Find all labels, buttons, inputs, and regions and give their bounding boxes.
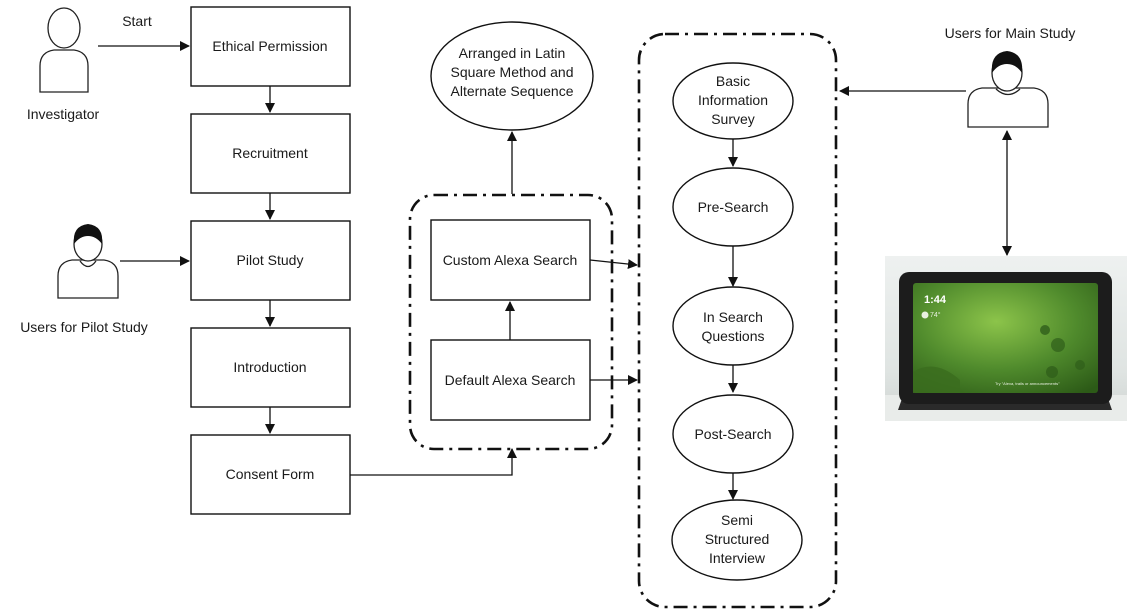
main-users-label: Users for Main Study [945,25,1076,41]
svg-text:Ethical Permission: Ethical Permission [212,38,327,54]
svg-text:Basic: Basic [716,73,750,89]
svg-text:Introduction: Introduction [233,359,306,375]
step-basic-information-survey: Basic Information Survey [672,62,794,140]
step-post-search: Post-Search [672,394,794,474]
svg-text:Questions: Questions [701,328,764,344]
svg-text:Interview: Interview [709,550,766,566]
step-semi-structured-interview: Semi Structured Interview [671,499,803,581]
pilot-users-label: Users for Pilot Study [20,319,148,335]
alexa-search-group [408,193,614,451]
step-recruitment: Recruitment [190,113,351,194]
pilot-user-icon [57,224,119,299]
svg-text:Pilot Study: Pilot Study [237,252,304,268]
svg-text:Pre-Search: Pre-Search [698,199,769,215]
svg-text:Survey: Survey [711,111,755,127]
device-time: 1:44 [924,294,947,306]
svg-text:In Search: In Search [703,309,763,325]
consent-to-search-arrow [350,448,517,476]
custom-to-study-arrow [589,259,638,270]
default-alexa-search-box: Default Alexa Search [430,339,591,421]
svg-text:Post-Search: Post-Search [694,426,771,442]
step-introduction: Introduction [190,327,351,408]
device-caption: Try "Alexa, trails or announcements" [995,381,1060,386]
svg-text:Custom Alexa Search: Custom Alexa Search [443,252,578,268]
echo-show-device-image: 1:44 74° Try "Alexa, trails or announcem… [885,256,1127,421]
svg-text:Default Alexa Search: Default Alexa Search [445,372,576,388]
svg-text:Recruitment: Recruitment [232,145,308,161]
svg-text:Square Method and: Square Method and [451,64,574,80]
weather-icon [921,311,929,319]
step-in-search-questions: In Search Questions [672,286,794,366]
start-label: Start [122,13,152,29]
svg-text:Information: Information [698,92,768,108]
step-consent-form: Consent Form [190,434,351,515]
device-temp: 74° [930,311,941,319]
main-study-group [637,32,838,609]
svg-text:Consent Form: Consent Form [226,466,315,482]
step-pilot-study: Pilot Study [190,220,351,301]
main-user-icon [967,51,1049,128]
svg-text:Arranged in Latin: Arranged in Latin [459,45,566,61]
svg-text:Structured: Structured [705,531,770,547]
svg-text:Alternate Sequence: Alternate Sequence [451,83,574,99]
svg-text:Semi: Semi [721,512,753,528]
investigator-icon [39,7,89,93]
step-pre-search: Pre-Search [672,167,794,247]
step-ethical-permission: Ethical Permission [190,6,351,87]
latin-square-ellipse: Arranged in Latin Square Method and Alte… [430,21,594,131]
investigator-label: Investigator [27,106,100,122]
custom-alexa-search-box: Custom Alexa Search [430,219,591,301]
